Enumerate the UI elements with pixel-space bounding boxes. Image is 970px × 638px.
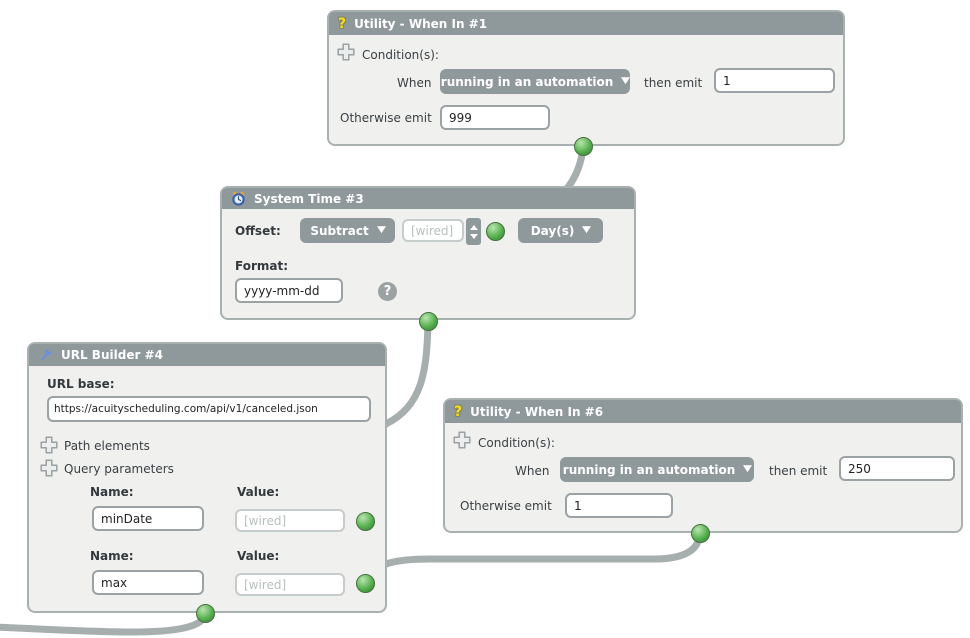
param-value-input[interactable] — [235, 509, 345, 532]
node-header[interactable]: ? Utility - When In #1 — [329, 12, 843, 35]
wire-urlbuilder4-output[interactable] — [0, 609, 209, 636]
node-utility-when-in-6: ? Utility - When In #6 Condition(s): Whe… — [443, 398, 963, 533]
param-value-input[interactable] — [235, 573, 345, 596]
question-icon: ? — [454, 403, 463, 420]
node-header[interactable]: ? Utility - When In #6 — [445, 400, 961, 423]
chevron-down-icon: ▼ — [582, 225, 592, 235]
help-icon[interactable]: ? — [378, 282, 397, 301]
param-name-label: Name: — [90, 485, 134, 499]
conditions-label: Condition(s): — [478, 436, 555, 450]
input-port-urlbuilder4-mindate-value[interactable] — [356, 512, 375, 531]
otherwise-emit-label: Otherwise emit — [460, 499, 552, 513]
input-port-systemtime3-offset[interactable] — [486, 222, 505, 241]
when-label: When — [397, 76, 432, 90]
node-title: Utility - When In #1 — [354, 16, 488, 31]
when-condition-value: running in an automation — [562, 462, 736, 477]
when-condition-select[interactable]: running in an automation ▼ — [440, 69, 630, 94]
output-port-utility6[interactable] — [691, 524, 710, 543]
question-icon: ? — [338, 15, 347, 32]
then-emit-input[interactable] — [714, 68, 835, 93]
param-value-label: Value: — [237, 485, 280, 499]
node-utility-when-in-1: ? Utility - When In #1 Condition(s): Whe… — [327, 10, 845, 146]
node-system-time-3: System Time #3 Offset: Subtract ▼ Day(s)… — [220, 186, 636, 320]
format-label: Format: — [235, 259, 289, 273]
then-emit-input[interactable] — [839, 456, 955, 481]
when-condition-value: running in an automation — [440, 74, 614, 89]
param-name-label: Name: — [90, 549, 134, 563]
node-url-builder-4: URL Builder #4 URL base: Path elements Q… — [27, 342, 387, 613]
then-emit-label: then emit — [769, 464, 828, 478]
offset-unit-value: Day(s) — [530, 223, 575, 238]
query-parameters-label: Query parameters — [64, 462, 174, 476]
otherwise-emit-label: Otherwise emit — [340, 111, 432, 125]
offset-operation-value: Subtract — [310, 223, 369, 238]
add-condition-plus-icon[interactable] — [337, 43, 355, 61]
offset-value-input[interactable] — [402, 219, 464, 242]
input-port-urlbuilder4-max-value[interactable] — [356, 574, 375, 593]
add-condition-plus-icon[interactable] — [453, 431, 471, 449]
format-input[interactable] — [235, 278, 343, 303]
add-path-element-plus-icon[interactable] — [40, 436, 58, 454]
conditions-label: Condition(s): — [362, 48, 439, 62]
param-value-label: Value: — [237, 549, 280, 563]
output-port-urlbuilder4[interactable] — [196, 604, 215, 623]
stepper-up-icon[interactable] — [469, 224, 478, 230]
url-base-label: URL base: — [47, 377, 115, 391]
node-header[interactable]: System Time #3 — [222, 188, 634, 209]
output-port-utility1[interactable] — [574, 137, 593, 156]
stepper-down-icon[interactable] — [469, 233, 478, 239]
path-elements-label: Path elements — [64, 439, 150, 453]
chevron-down-icon: ▼ — [621, 76, 631, 86]
node-header[interactable]: URL Builder #4 — [29, 344, 385, 366]
output-port-systemtime3[interactable] — [419, 312, 438, 331]
alarm-clock-icon — [231, 191, 246, 206]
chevron-down-icon: ▼ — [743, 464, 753, 474]
chevron-down-icon: ▼ — [376, 225, 386, 235]
when-label: When — [515, 464, 550, 478]
add-query-parameter-plus-icon[interactable] — [40, 459, 58, 477]
url-base-input[interactable] — [47, 396, 371, 422]
otherwise-emit-input[interactable] — [440, 105, 550, 130]
wrench-icon — [38, 348, 53, 363]
param-name-input[interactable] — [92, 506, 204, 531]
then-emit-label: then emit — [644, 76, 703, 90]
when-condition-select[interactable]: running in an automation ▼ — [560, 457, 754, 482]
wire-utility6-to-urlbuilder4-max[interactable] — [361, 529, 704, 585]
offset-label: Offset: — [235, 224, 281, 238]
offset-value-stepper[interactable] — [466, 218, 481, 245]
param-name-input[interactable] — [92, 570, 204, 595]
otherwise-emit-input[interactable] — [565, 493, 673, 518]
node-title: Utility - When In #6 — [470, 404, 604, 419]
offset-unit-select[interactable]: Day(s) ▼ — [518, 218, 603, 243]
offset-operation-select[interactable]: Subtract ▼ — [300, 218, 395, 243]
node-title: System Time #3 — [254, 191, 364, 206]
node-title: URL Builder #4 — [61, 348, 163, 362]
